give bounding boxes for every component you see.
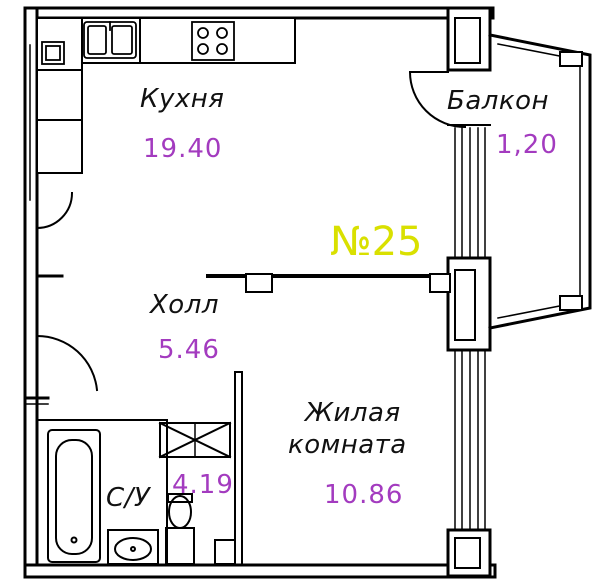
outer-walls — [23, 6, 497, 579]
kitchen-door-arc — [35, 191, 74, 230]
hall-name: Холл — [150, 290, 219, 320]
sink-icon — [83, 21, 137, 59]
balcony-door — [408, 70, 491, 129]
toilet-icon — [165, 493, 195, 565]
kitchen-counter — [36, 17, 296, 174]
living-name-line1: Жилая — [305, 398, 401, 428]
window-right-lower — [454, 349, 486, 531]
interior-walls — [23, 273, 451, 566]
washbasin-icon — [107, 529, 159, 565]
living-area: 10.86 — [324, 480, 404, 510]
hall-door-arc — [35, 334, 99, 392]
shower-tray-icon — [158, 421, 232, 459]
kitchen-name: Кухня — [140, 84, 225, 114]
bathroom-name: С/У — [106, 483, 151, 513]
bathtub-icon — [47, 429, 101, 563]
balcony-name: Балкон — [447, 86, 549, 116]
living-name-line2: комната — [288, 430, 407, 460]
balcony-walls — [488, 33, 592, 330]
stove-icon — [191, 21, 235, 61]
kitchen-cabinet-icon — [41, 41, 65, 65]
bathroom-area: 4.19 — [172, 470, 234, 500]
riser-box — [214, 539, 236, 565]
hall-area: 5.46 — [158, 335, 220, 365]
balcony-area: 1,20 — [496, 130, 558, 160]
window-right-upper — [454, 127, 486, 259]
kitchen-area: 19.40 — [143, 134, 223, 164]
apartment-number: №25 — [330, 219, 423, 265]
